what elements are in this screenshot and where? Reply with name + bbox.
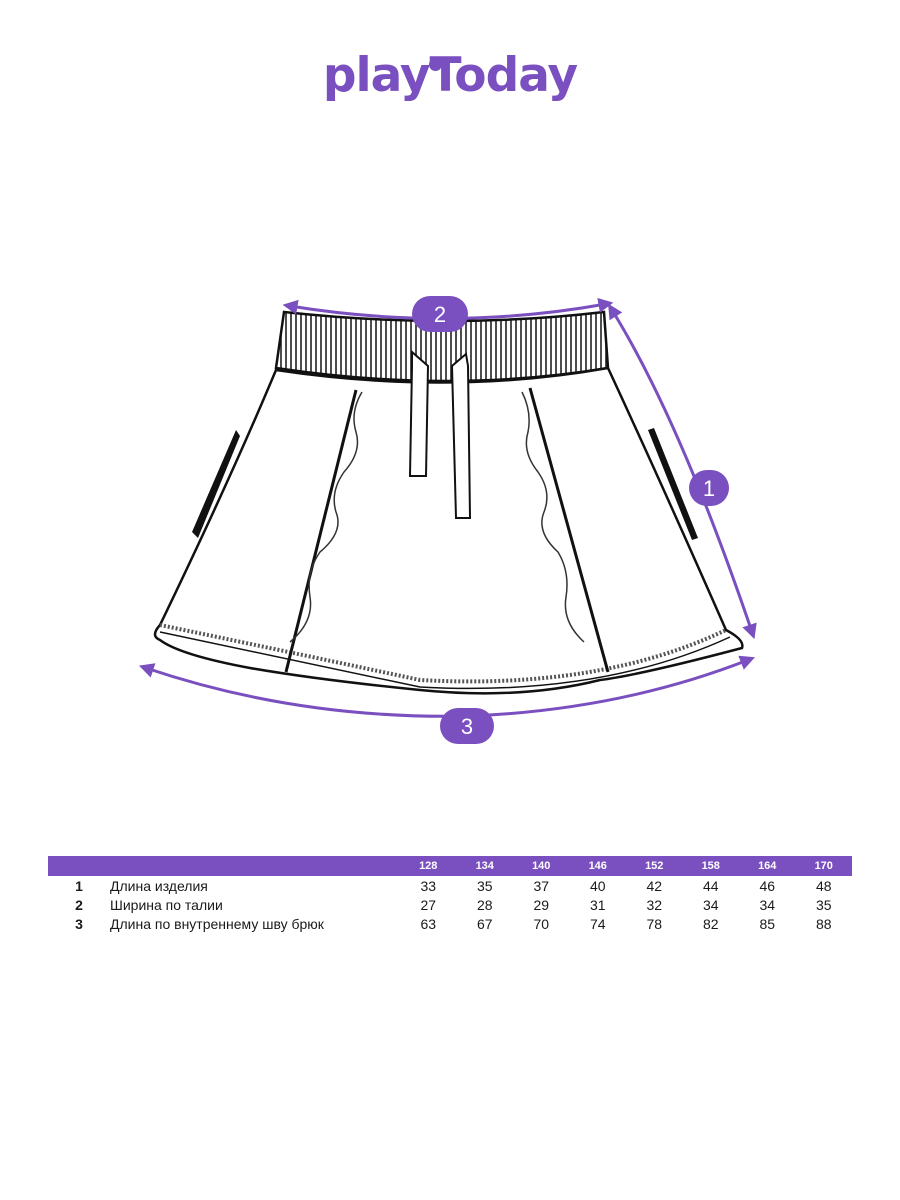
- logo-text: playToday: [322, 48, 578, 103]
- row-value: 37: [533, 877, 550, 894]
- row-value: 85: [759, 915, 776, 932]
- logo-dot-icon: [429, 58, 442, 71]
- size-header-cell: 158: [682, 856, 739, 876]
- row-value: 35: [476, 877, 493, 894]
- hem-stitch: [159, 623, 727, 684]
- left-drawstring: [408, 349, 430, 477]
- right-wavy-trim: [521, 391, 585, 643]
- length-measure-line: [608, 303, 757, 640]
- marker-3-label: 3: [461, 714, 473, 739]
- size-header-cell: 128: [400, 856, 457, 876]
- size-header-cell: 140: [513, 856, 570, 876]
- brand-logo: playToday: [0, 48, 900, 103]
- row-number: 1: [75, 877, 83, 894]
- row-value: 48: [815, 877, 832, 894]
- row-value: 33: [420, 877, 437, 894]
- marker-3-pill: [440, 708, 494, 744]
- row-value: 88: [815, 915, 832, 932]
- row-value: 32: [646, 896, 663, 913]
- row-value: 28: [476, 896, 493, 913]
- size-header-row: 128 134 140 146 152 158 164 170: [48, 856, 852, 876]
- skirt-technical-drawing: 2 1 3: [138, 296, 757, 744]
- row-name: Длина изделия: [110, 877, 208, 894]
- size-chart-table: 128 134 140 146 152 158 164 170 1 Длина …: [48, 856, 852, 933]
- size-header-cell: 164: [739, 856, 796, 876]
- table-row: 3 Длина по внутреннему шву брюк 63 67 70…: [48, 914, 852, 933]
- size-header-cell: 170: [795, 856, 852, 876]
- row-number: 2: [75, 896, 83, 913]
- table-row: 2 Ширина по талии 27 28 29 31 32 34 34 3…: [48, 895, 852, 914]
- row-name: Ширина по талии: [110, 896, 223, 913]
- marker-2-pill: [412, 296, 468, 332]
- row-value: 67: [476, 915, 493, 932]
- marker-1-pill: [689, 470, 729, 506]
- row-value: 34: [702, 896, 719, 913]
- left-pocket: [192, 430, 240, 538]
- row-value: 78: [646, 915, 663, 932]
- row-value: 27: [420, 896, 437, 913]
- row-value: 63: [420, 915, 437, 932]
- row-value: 44: [702, 877, 719, 894]
- marker-2-label: 2: [434, 302, 446, 327]
- row-value: 40: [589, 877, 606, 894]
- header-blank-name: [110, 856, 400, 876]
- left-panel-seam: [284, 389, 358, 673]
- row-value: 82: [702, 915, 719, 932]
- row-value: 46: [759, 877, 776, 894]
- right-drawstring: [450, 352, 472, 519]
- skirt-body: [153, 366, 744, 695]
- row-value: 34: [759, 896, 776, 913]
- right-panel-seam: [528, 387, 610, 673]
- row-value: 29: [533, 896, 550, 913]
- left-wavy-trim: [289, 391, 363, 643]
- header-blank-num: [48, 856, 110, 876]
- marker-1-label: 1: [703, 476, 715, 501]
- row-number: 3: [75, 915, 83, 932]
- row-value: 74: [589, 915, 606, 932]
- size-header-cell: 146: [569, 856, 626, 876]
- row-value: 35: [815, 896, 832, 913]
- row-value: 42: [646, 877, 663, 894]
- row-value: 31: [589, 896, 606, 913]
- table-row: 1 Длина изделия 33 35 37 40 42 44 46 48: [48, 876, 852, 895]
- size-header-cell: 152: [626, 856, 683, 876]
- row-name: Длина по внутреннему шву брюк: [110, 915, 324, 932]
- row-value: 70: [533, 915, 550, 932]
- size-header-cell: 134: [456, 856, 513, 876]
